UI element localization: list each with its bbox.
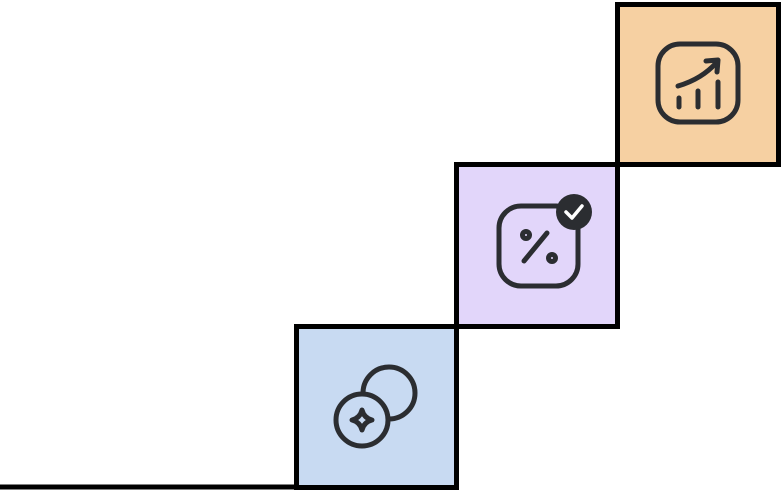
check-badge-icon	[556, 194, 592, 230]
discount-percent-icon	[496, 203, 581, 289]
step-3	[615, 2, 781, 167]
step-2	[454, 162, 620, 329]
step-box-orange	[615, 2, 781, 167]
coins-sparkle-icon	[333, 364, 418, 449]
step-1	[294, 324, 459, 490]
growth-chart-icon	[655, 41, 741, 125]
